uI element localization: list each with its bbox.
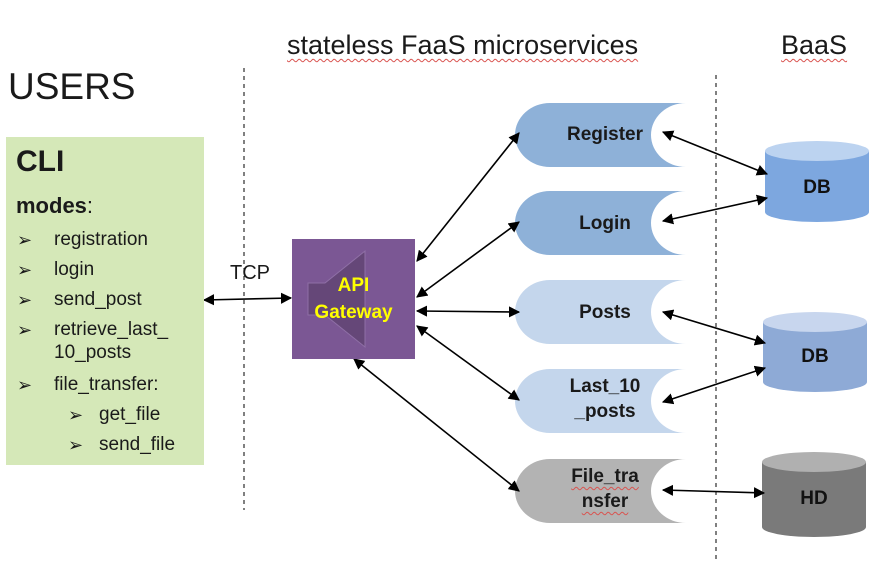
arrow-cli-gateway: [202, 292, 293, 306]
service-register-shape: [515, 103, 686, 167]
mode-send-post: send_post: [54, 289, 142, 310]
sub-bullet-arrow-icon: ➢: [68, 435, 84, 455]
mode-retrieve-last-10-posts: retrieve_last_ 10_posts: [54, 319, 169, 363]
arrow-register-db1: [661, 130, 769, 176]
arrow-gateway-file-transfer: [353, 358, 520, 492]
sub-bullet-arrow-icon: ➢: [68, 405, 84, 425]
arrow-gateway-login: [416, 221, 520, 298]
cli-modes-label: modes:: [16, 193, 93, 219]
arrow-posts-db2: [661, 309, 767, 346]
api-gateway-box: [292, 239, 415, 359]
cli-panel: CLI modes: ➢ registration ➢ login ➢ send…: [6, 137, 204, 465]
service-register-label: Register: [566, 124, 644, 145]
arrow-login-db1: [661, 194, 769, 225]
gateway-speaker-icon: [307, 249, 366, 349]
submode-send-file: send_file: [99, 434, 176, 455]
hd-label: HD: [800, 488, 828, 509]
cli-modes-word: modes: [16, 193, 87, 218]
bullet-arrow-icon: ➢: [17, 230, 33, 250]
service-last10-label: Last_10 _posts: [569, 376, 641, 422]
service-posts-shape: [515, 280, 686, 344]
api-gateway-line1: API: [337, 275, 370, 296]
service-last10-shape: [515, 369, 686, 433]
submode-get-file: get_file: [99, 404, 161, 425]
cli-modes-colon: :: [86, 193, 94, 218]
api-gateway-line2: Gateway: [314, 302, 393, 323]
service-login-label: Login: [579, 213, 631, 234]
faas-header: stateless FaaS microservices: [287, 30, 639, 60]
service-login-shape: [515, 191, 686, 255]
db1-cylinder: [765, 141, 869, 222]
db2-label: DB: [801, 346, 829, 367]
service-file-transfer-shape: [515, 459, 686, 523]
arrow-last10-db2: [661, 365, 767, 405]
bullet-arrow-icon: ➢: [17, 260, 33, 280]
users-header: USERS: [8, 66, 136, 107]
bullet-arrow-icon: ➢: [17, 320, 33, 340]
baas-header: BaaS: [781, 30, 848, 60]
mode-file-transfer: file_transfer:: [54, 374, 159, 395]
arrow-gateway-last10: [416, 325, 520, 401]
bullet-arrow-icon: ➢: [17, 375, 33, 395]
arrow-gateway-register: [416, 132, 520, 262]
api-gateway-label: API Gateway: [292, 272, 415, 326]
service-file-transfer-label: File_tra nsfer: [571, 466, 639, 512]
tcp-label: TCP: [230, 262, 270, 284]
hd-cylinder: [762, 452, 866, 537]
mode-registration: registration: [54, 229, 148, 250]
arrow-file-transfer-hd: [661, 484, 766, 499]
cli-title: CLI: [16, 145, 65, 178]
service-posts-label: Posts: [579, 302, 631, 323]
mode-login: login: [54, 259, 95, 280]
db1-label: DB: [803, 177, 831, 198]
db2-cylinder: [763, 312, 867, 392]
bullet-arrow-icon: ➢: [17, 290, 33, 310]
arrow-gateway-posts: [415, 305, 521, 318]
